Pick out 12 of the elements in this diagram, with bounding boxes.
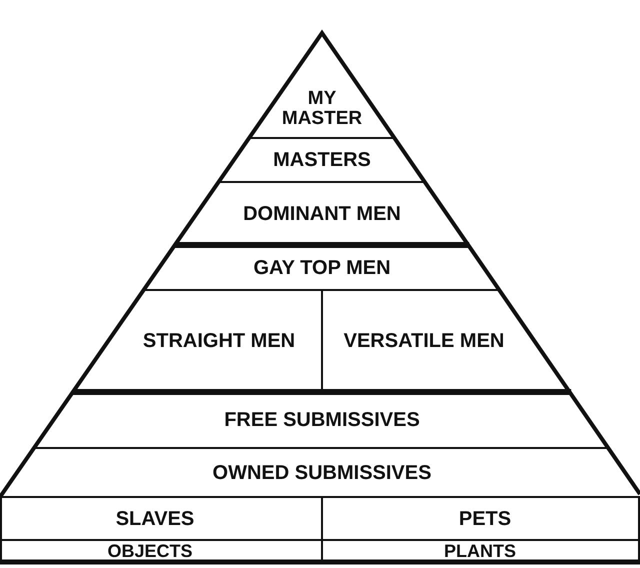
tier-label: GAY TOP MEN xyxy=(172,248,472,289)
tier-label: PETS xyxy=(330,499,640,539)
tier-label: MY MASTER xyxy=(270,80,374,138)
tier-label: VERSATILE MEN xyxy=(324,292,524,391)
tier-label: SLAVES xyxy=(0,499,310,539)
tier-label: DOMINANT MEN xyxy=(217,184,427,244)
tier-label: MASTERS xyxy=(248,140,396,181)
tier-label: FREE SUBMISSIVES xyxy=(72,394,572,447)
tier-label: OWNED SUBMISSIVES xyxy=(32,450,612,496)
tier-label: PLANTS xyxy=(330,541,630,561)
tier-label: OBJECTS xyxy=(0,541,300,561)
tier-label: STRAIGHT MEN xyxy=(118,292,320,391)
